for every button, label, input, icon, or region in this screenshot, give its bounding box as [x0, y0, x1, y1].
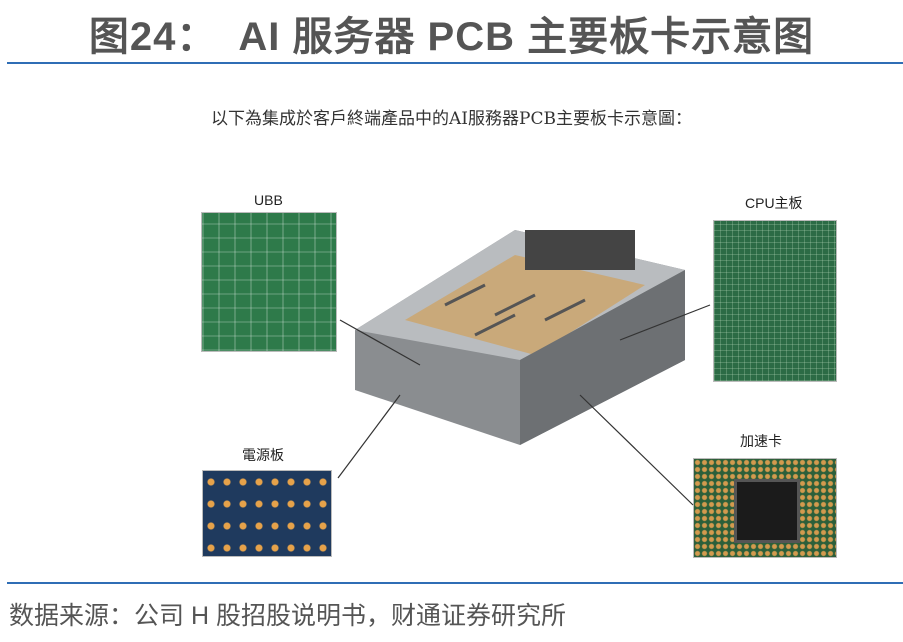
cpu-board-image — [713, 220, 837, 382]
source-note: 数据来源：公司 H 股招股说明书，财通证券研究所 — [9, 602, 566, 630]
label-accelerator: 加速卡 — [740, 433, 782, 449]
bottom-divider — [7, 582, 903, 584]
label-power-board: 電源板 — [242, 447, 284, 463]
ai-server-image — [355, 230, 685, 445]
label-ubb: UBB — [254, 192, 283, 208]
figure-title: 图24： AI 服务器 PCB 主要板卡示意图 — [88, 15, 815, 59]
power-board-image — [202, 470, 332, 557]
accelerator-card-image — [693, 458, 837, 558]
label-cpu-board: CPU主板 — [745, 195, 803, 211]
ubb-board-image — [201, 212, 337, 352]
top-divider — [7, 62, 903, 64]
figure-subtitle: 以下為集成於客戶終端產品中的AI服務器PCB主要板卡示意圖： — [211, 109, 692, 129]
